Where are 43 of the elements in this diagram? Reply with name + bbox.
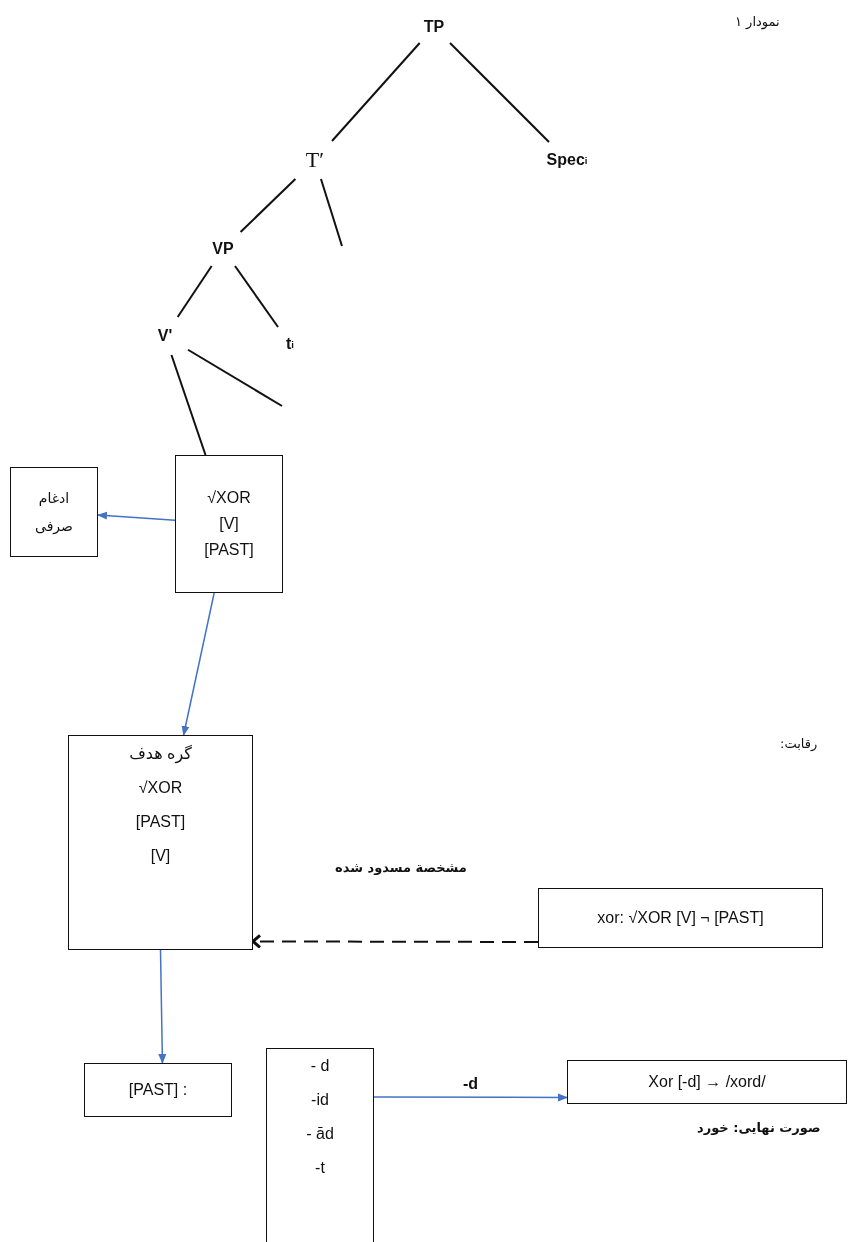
box-text: [V] [150, 847, 171, 865]
tree-branch-line [187, 348, 283, 407]
tree-branch-line [176, 265, 213, 318]
box-text: - ād [306, 1125, 334, 1143]
arrow [181, 592, 215, 736]
box-text: [PAST] [204, 541, 254, 559]
tree-node-label: TP [412, 14, 456, 40]
tree-branch-line [234, 265, 279, 328]
feature-box [175, 455, 283, 593]
feature-box [10, 467, 98, 557]
feature-box [266, 1048, 374, 1242]
tree-branch-line [449, 42, 550, 143]
tree-node-label: VP [198, 235, 248, 263]
arrow [158, 949, 167, 1064]
tree-branch-line [170, 354, 207, 456]
tree-node-label: V' [145, 320, 185, 352]
arrow [373, 1093, 568, 1102]
box-text: [PAST] [135, 813, 186, 831]
tree-node-label: T′ [295, 144, 335, 176]
box-text: -id [311, 1091, 329, 1109]
tree-branch-line [331, 42, 421, 142]
note-text: نمودار ۱ [735, 14, 780, 29]
box-text: [V] [219, 515, 239, 533]
node-caption: صورت نهایی: خورد [697, 1120, 821, 1135]
box-text: - d [310, 1057, 330, 1075]
note-text: مشخصة مسدود شده [335, 860, 467, 875]
box-text: ادغام صرفی [34, 489, 74, 537]
box-text: گره هدف [129, 744, 192, 763]
box-text: -t [315, 1159, 325, 1177]
feature-box [538, 888, 823, 948]
note-text: رقابت: [780, 736, 818, 751]
tree-branch-line [239, 178, 297, 233]
dashed-arrow [251, 933, 539, 949]
feature-box [84, 1063, 232, 1117]
feature-box [567, 1060, 847, 1104]
box-text: √XOR [138, 779, 183, 797]
arrow [97, 511, 176, 522]
box-text: Xor [-d] → /xord/ [648, 1073, 766, 1091]
box-text: [PAST] : [128, 1081, 188, 1099]
feature-box [68, 735, 253, 950]
box-text: √XOR [207, 489, 251, 507]
box-text: xor: √XOR [V] ¬ [PAST] [597, 909, 764, 927]
tree-branch-line [319, 178, 343, 247]
